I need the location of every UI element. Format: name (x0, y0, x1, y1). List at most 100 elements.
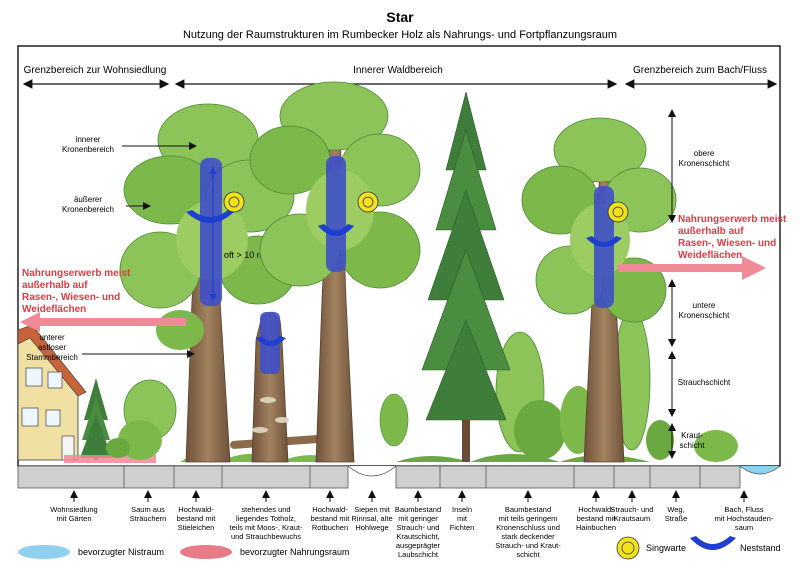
ground-label-line: Sträuchern (130, 514, 167, 523)
shrub-layer-label: Strauchschicht (678, 378, 731, 387)
dead-tree-nest-site (256, 336, 286, 346)
food-arrow-left (20, 312, 186, 332)
ground-label-line: bestand mit (577, 514, 617, 523)
beech-nest-site (318, 224, 354, 236)
small-conifer (80, 378, 112, 460)
legend-nest-site-label: Neststand (740, 543, 781, 553)
herb-layer-label: Kraut- (681, 431, 703, 440)
lower-crown-label: untere (693, 301, 716, 310)
food-right-line: Weideflächen (678, 250, 742, 261)
oak-nest-site (186, 210, 234, 223)
legend-song-post-label: Singwarte (646, 543, 686, 553)
ground-label-line: Inseln (452, 505, 472, 514)
outer-crown-label: äußerer (74, 195, 102, 204)
lower-crown-label: Kronenschicht (679, 311, 730, 320)
lower-trunk-label: Stammbereich (26, 353, 78, 362)
ground-label-line: Hohlwege (355, 523, 388, 532)
ground-label-line: Krautschicht, (396, 532, 439, 541)
beech-tree (249, 81, 421, 463)
ground-label-line: schicht (516, 550, 540, 559)
ground-label-line: ausgeprägter (396, 541, 441, 550)
ground-label-line: Stieleichen (178, 523, 215, 532)
inner-crown-label: Kronenbereich (62, 145, 114, 154)
upper-crown-label: Kronenschicht (679, 159, 730, 168)
legend-song-post-icon (616, 536, 640, 560)
beech-nest-zone (326, 156, 346, 272)
oak-nest-zone (200, 158, 222, 306)
ground-label-line: Krautsaum (614, 514, 650, 523)
food-left-line: Weideflächen (22, 304, 86, 315)
legend-nest-site-icon (690, 536, 736, 550)
ground-label-line: mit Gärten (56, 514, 91, 523)
ground-label-line: Wohnsiedlung (50, 505, 97, 514)
ground-label-line: Fichten (450, 523, 475, 532)
ground-label-line: stark deckender (501, 532, 555, 541)
ground-label-line: Hochwald- (178, 505, 214, 514)
zone-left-label: Grenzbereich zur Wohnsiedlung (24, 65, 167, 76)
food-left-line: Rasen-, Wiesen- und (22, 292, 120, 303)
food-right-line: Nahrungserwerb meist (678, 214, 787, 225)
garden-food-strip (64, 455, 156, 463)
spruce-tree (421, 91, 511, 462)
ground-label-line: Hochwald- (578, 505, 614, 514)
layer-markers-right: obere Kronenschicht untere Kronenschicht… (668, 109, 731, 459)
ground-label-line: und Strauchbewuchs (231, 532, 301, 541)
height-label: oft > 10 m (224, 250, 264, 260)
ground-label-line: Hochwald- (312, 505, 348, 514)
ground-label-line: Saum aus (131, 505, 165, 514)
inner-crown-label: innerer (76, 135, 101, 144)
ground-label-line: Kronenschluss und (496, 523, 560, 532)
food-arrow-right (618, 256, 766, 280)
food-right-line: Rasen-, Wiesen- und (678, 238, 776, 249)
food-text-left: Nahrungserwerb meist außerhalb auf Rasen… (22, 268, 131, 315)
beech-song-post (357, 191, 379, 213)
ground-label-line: mit Hochstauden- (715, 514, 774, 523)
ground-label-line: Straße (665, 514, 688, 523)
ground-label-line: liegendes Totholz, (236, 514, 296, 523)
ground-label-line: mit teils geringem (499, 514, 558, 523)
ground-label-line: Rotbuchen (312, 523, 348, 532)
legend: bevorzugter Nistraum bevorzugter Nahrung… (18, 536, 781, 560)
hornbeam-song-post (607, 201, 629, 223)
hornbeam-nest-site (586, 236, 622, 247)
ground-label-line: bestand mit (311, 514, 351, 523)
ground-label-line: Baumbestand (505, 505, 551, 514)
ground-label-line: Hainbuchen (576, 523, 616, 532)
ground-label-line: Laubschicht (398, 550, 439, 559)
ground-label-line: stehendes und (241, 505, 290, 514)
legend-food-space-label: bevorzugter Nahrungsraum (240, 547, 350, 557)
ground-label-line: mit (457, 514, 468, 523)
hornbeam-tree (521, 117, 677, 463)
legend-food-space-swatch (180, 545, 232, 559)
lower-trunk-label: unterer (39, 333, 65, 342)
diagram-title: Star (386, 9, 414, 25)
crown-labels-left: innerer Kronenbereich äußerer Kronenbere… (26, 135, 197, 362)
food-left-line: Nahrungserwerb meist (22, 268, 131, 279)
ground-label-line: saum (735, 523, 753, 532)
ground-label-line: Strauch- und Kraut- (495, 541, 561, 550)
zone-middle-label: Innerer Waldbereich (353, 65, 443, 76)
food-right-line: außerhalb auf (678, 226, 744, 237)
legend-nest-space-label: bevorzugter Nistraum (78, 547, 164, 557)
ground-label-line: Strauch- und (397, 523, 440, 532)
food-left-line: außerhalb auf (22, 280, 88, 291)
upper-crown-label: obere (694, 149, 715, 158)
oak-tree (119, 103, 297, 463)
food-text-right: Nahrungserwerb meist außerhalb auf Rasen… (678, 214, 787, 261)
ground-label-line: Baumbestand (395, 505, 441, 514)
zone-right-label: Grenzbereich zum Bach/Fluss (633, 65, 767, 76)
ground-label-line: Weg, (667, 505, 684, 514)
ground-label-line: Strauch- und (611, 505, 654, 514)
ground-label-line: Rinnsal, alte (351, 514, 392, 523)
diagram-subtitle: Nutzung der Raumstrukturen im Rumbecker … (183, 29, 617, 41)
legend-nest-space-swatch (18, 545, 70, 559)
lower-trunk-label: astloser (38, 343, 66, 352)
house-illustration (17, 324, 87, 461)
ground-label-line: Siepen mit (354, 505, 390, 514)
ground-label-line: mit geringer (398, 514, 438, 523)
ground-label-line: teils mit Moos-, Kraut- (230, 523, 303, 532)
understory-vegetation (106, 309, 738, 462)
ground-label-line: Bach, Fluss (724, 505, 763, 514)
